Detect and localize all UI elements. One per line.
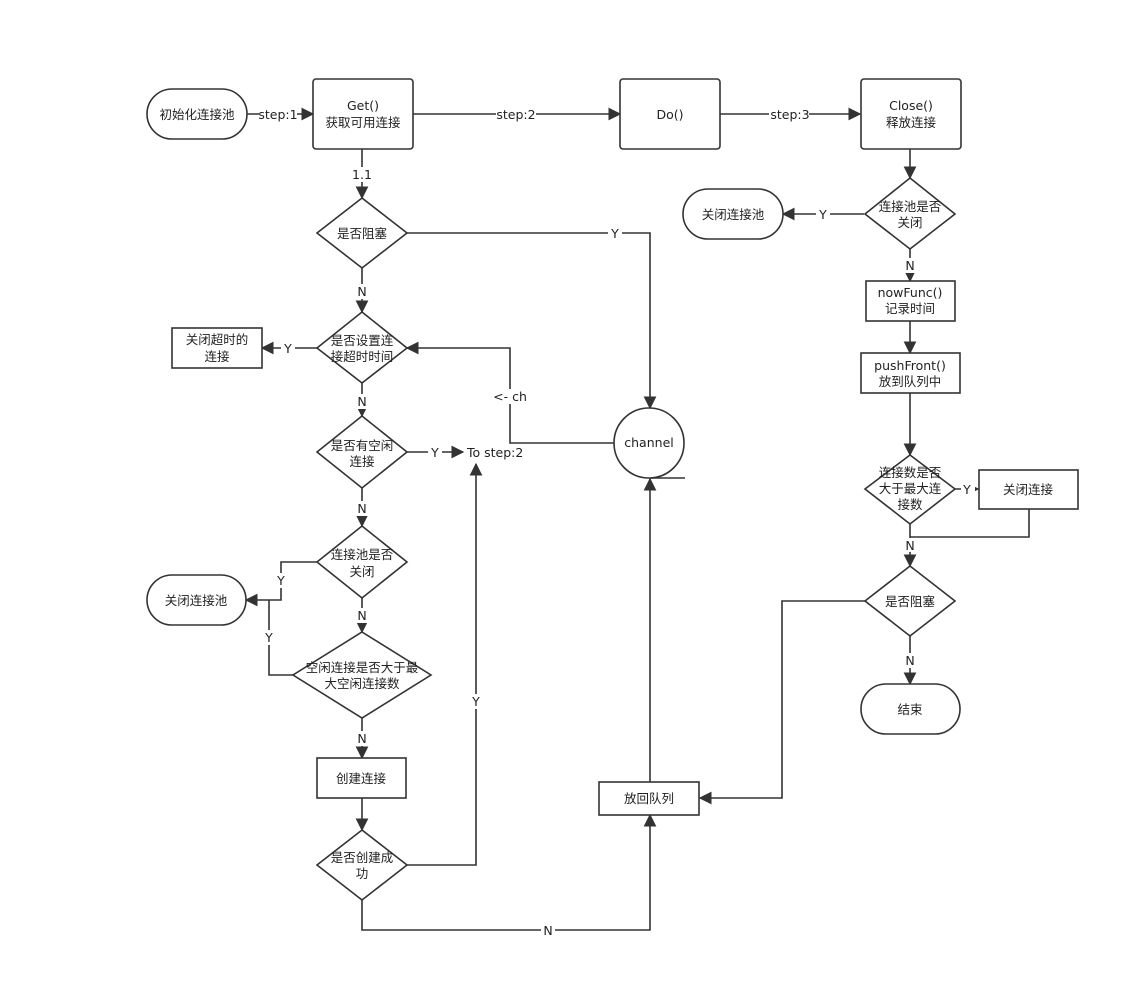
edge-idle-max-yes xyxy=(268,600,293,676)
edge-label-blocked-yes: Y xyxy=(610,226,619,241)
node-idle-gt-max-label-1: 空闲连接是否大于最 xyxy=(306,660,419,675)
edge-labels: step:1 step:2 step:3 1.1 Y N Y <- ch N Y… xyxy=(258,106,975,938)
node-pool-closed-left: 连接池是否 关闭 xyxy=(315,524,409,600)
node-is-blocked-2: 是否阻塞 xyxy=(863,564,957,638)
node-return-queue: 放回队列 xyxy=(598,781,700,816)
edge-create-ok-no xyxy=(361,813,657,931)
node-pushfront-label-1: pushFront() xyxy=(874,358,946,373)
node-close-timeout: 关闭超时的 连接 xyxy=(171,327,263,369)
node-has-idle: 是否有空闲 连接 xyxy=(315,414,409,490)
node-close-pool-right-label: 关闭连接池 xyxy=(702,207,765,222)
node-pool-closed-right: 连接池是否 关闭 xyxy=(863,176,957,251)
edges xyxy=(244,107,1030,931)
edge-label-connmax-yes: Y xyxy=(962,482,971,497)
node-close-timeout-label-2: 连接 xyxy=(204,349,230,364)
node-end-label: 结束 xyxy=(897,702,923,717)
node-is-blocked-1-label: 是否阻塞 xyxy=(337,226,388,241)
edge-close-conn-return xyxy=(910,509,1030,538)
node-nowfunc: nowFunc() 记录时间 xyxy=(865,280,956,322)
edge-create-ok-yes xyxy=(407,462,483,866)
node-pushfront: pushFront() 放到队列中 xyxy=(860,352,961,394)
edge-label-blocked2-no: N xyxy=(905,653,914,668)
edge-label-idle-no: N xyxy=(357,501,366,516)
node-conn-gt-max-label-3: 接数 xyxy=(897,497,923,512)
edge-label-idle-max-no: N xyxy=(357,731,366,746)
node-conn-gt-max-label-1: 连接数是否 xyxy=(879,465,942,480)
node-close-conn-label: 关闭连接 xyxy=(1003,482,1054,497)
node-idle-gt-max: 空闲连接是否大于最 大空闲连接数 xyxy=(291,631,433,719)
node-create-conn-label: 创建连接 xyxy=(336,771,387,786)
node-close-label-2: 释放连接 xyxy=(886,115,937,130)
node-init-pool: 初始化连接池 xyxy=(146,88,248,140)
node-pool-closed-right-label-2: 关闭 xyxy=(897,215,922,230)
edge-label-pool-closed-no: N xyxy=(357,608,366,623)
edge-label-idle-max-yes: Y xyxy=(264,630,273,645)
edge-label-idle-yes: Y xyxy=(430,445,439,460)
node-create-ok-label-1: 是否创建成 xyxy=(331,850,394,865)
node-return-queue-label: 放回队列 xyxy=(624,791,674,806)
node-is-blocked-1: 是否阻塞 xyxy=(315,196,409,270)
node-channel-label: channel xyxy=(624,435,673,450)
node-set-timeout-label-1: 是否设置连 xyxy=(331,333,394,348)
edge-label-right-pool-yes: Y xyxy=(818,207,827,222)
node-close: Close() 释放连接 xyxy=(860,78,962,150)
node-init-pool-label: 初始化连接池 xyxy=(159,107,235,122)
node-pool-closed-left-label-1: 连接池是否 xyxy=(331,547,394,562)
node-close-pool-left-label: 关闭连接池 xyxy=(165,593,228,608)
node-do-label: Do() xyxy=(656,107,683,122)
edge-label-create-ok-no: N xyxy=(543,923,552,938)
edge-label-1-1: 1.1 xyxy=(352,167,372,182)
node-close-conn: 关闭连接 xyxy=(978,469,1079,510)
edge-label-blocked-no: N xyxy=(357,284,366,299)
edge-blocked2-yes xyxy=(698,600,865,805)
node-has-idle-label-1: 是否有空闲 xyxy=(331,438,394,453)
node-close-timeout-label-1: 关闭超时的 xyxy=(186,332,249,347)
nodes: 初始化连接池 Get() 获取可用连接 Do() Close() 释放连接 是否… xyxy=(146,78,1079,902)
node-get: Get() 获取可用连接 xyxy=(312,78,414,150)
node-close-label-1: Close() xyxy=(889,98,933,113)
node-channel: channel xyxy=(613,407,685,479)
node-nowfunc-label-2: 记录时间 xyxy=(885,301,935,316)
node-pool-closed-left-label-2: 关闭 xyxy=(349,564,374,579)
node-idle-gt-max-label-2: 大空闲连接数 xyxy=(324,676,400,691)
node-end: 结束 xyxy=(860,683,961,735)
edge-label-ch: <- ch xyxy=(493,389,527,404)
node-is-blocked-2-label: 是否阻塞 xyxy=(885,594,936,609)
edge-label-right-pool-no: N xyxy=(905,258,914,273)
edge-label-create-ok-yes: Y xyxy=(471,694,480,709)
edge-blocked-yes xyxy=(407,232,657,410)
node-pool-closed-right-label-1: 连接池是否 xyxy=(879,199,942,214)
node-set-timeout: 是否设置连 接超时时间 xyxy=(315,310,409,385)
node-create-ok: 是否创建成 功 xyxy=(315,828,409,902)
node-nowfunc-label-1: nowFunc() xyxy=(878,285,943,300)
node-get-label-1: Get() xyxy=(347,98,379,113)
node-get-label-2: 获取可用连接 xyxy=(325,115,401,130)
node-close-pool-left: 关闭连接池 xyxy=(146,574,247,626)
node-create-ok-label-2: 功 xyxy=(356,866,369,881)
node-create-conn: 创建连接 xyxy=(316,757,407,799)
edge-label-pool-closed-yes: Y xyxy=(276,573,285,588)
node-do: Do() xyxy=(619,78,721,150)
edge-label-timeout-yes: Y xyxy=(283,341,292,356)
node-set-timeout-label-2: 接超时时间 xyxy=(331,349,394,364)
node-conn-gt-max: 连接数是否 大于最大连 接数 xyxy=(863,453,957,526)
edge-label-timeout-no: N xyxy=(357,394,366,409)
node-conn-gt-max-label-2: 大于最大连 xyxy=(879,481,942,496)
node-close-pool-right: 关闭连接池 xyxy=(682,188,784,240)
edge-label-step2: step:2 xyxy=(496,107,535,122)
node-pushfront-label-2: 放到队列中 xyxy=(879,374,942,389)
node-has-idle-label-2: 连接 xyxy=(349,454,375,469)
to-step2-label: To step:2 xyxy=(466,445,523,460)
edge-label-connmax-no: N xyxy=(905,538,914,553)
edge-label-step3: step:3 xyxy=(770,107,809,122)
edge-label-step1: step:1 xyxy=(258,107,297,122)
